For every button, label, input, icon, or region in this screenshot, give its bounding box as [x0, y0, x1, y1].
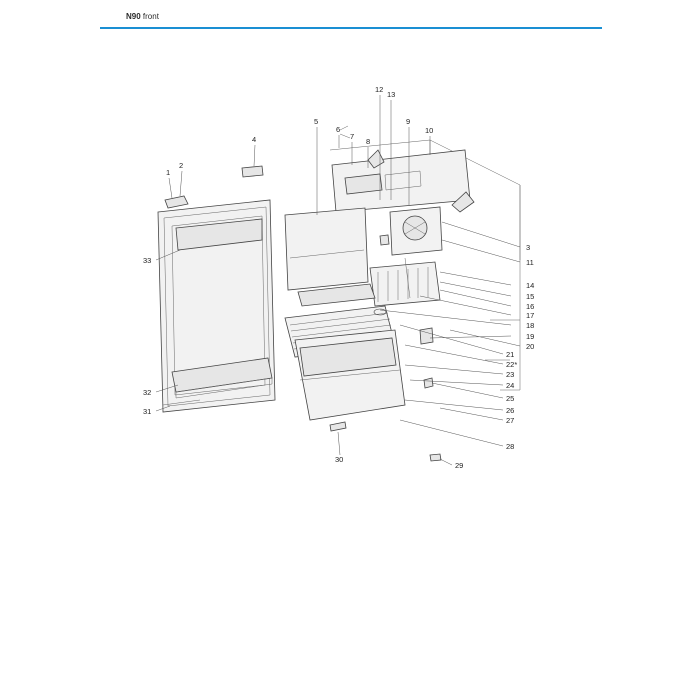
callout-29: 29: [455, 461, 463, 470]
callout-12: 12: [375, 85, 383, 94]
callout-14: 14: [526, 281, 534, 290]
callout-labels: 1 2 4 33 32 31 5 6 7 8 12 13 9 10 3 11 1…: [143, 85, 534, 470]
crisper-drawer: [294, 329, 406, 421]
callout-24: 24: [506, 381, 514, 390]
callout-27: 27: [506, 416, 514, 425]
callout-11: 11: [526, 258, 534, 267]
callout-3: 3: [526, 243, 530, 252]
callout-21: 21: [506, 350, 514, 359]
callout-10: 10: [425, 126, 433, 135]
callout-15: 15: [526, 292, 534, 301]
callout-4: 4: [252, 135, 256, 144]
lamp-cover: [284, 207, 369, 291]
callout-30: 30: [335, 455, 343, 464]
page-title: N90 front: [126, 12, 159, 21]
callout-28: 28: [506, 442, 514, 451]
callout-23: 23: [506, 370, 514, 379]
shelf-support: [297, 283, 376, 307]
callout-22: 22*: [506, 360, 517, 369]
callout-20: 20: [526, 342, 534, 351]
callout-17: 17: [526, 311, 534, 320]
header-rule: [100, 27, 602, 29]
callout-31: 31: [143, 407, 151, 416]
callout-8: 8: [366, 137, 370, 146]
callout-7: 7: [350, 132, 354, 141]
small-parts: [329, 125, 442, 462]
callout-2: 2: [179, 161, 183, 170]
callout-5: 5: [314, 117, 318, 126]
callout-16: 16: [526, 302, 534, 311]
control-panel: [331, 149, 475, 213]
callout-6: 6: [336, 125, 340, 134]
callout-25: 25: [506, 394, 514, 403]
callout-26: 26: [506, 406, 514, 415]
callout-9: 9: [406, 117, 410, 126]
upper-shelf: [369, 257, 441, 307]
callout-13: 13: [387, 90, 395, 99]
callout-32: 32: [143, 388, 151, 397]
callout-33: 33: [143, 256, 151, 265]
callout-19: 19: [526, 332, 534, 341]
leader-lines: [155, 95, 521, 466]
callout-18: 18: [526, 321, 534, 330]
door-assembly: [157, 165, 276, 413]
evaporator-unit: [389, 206, 443, 256]
callout-1: 1: [166, 168, 170, 177]
